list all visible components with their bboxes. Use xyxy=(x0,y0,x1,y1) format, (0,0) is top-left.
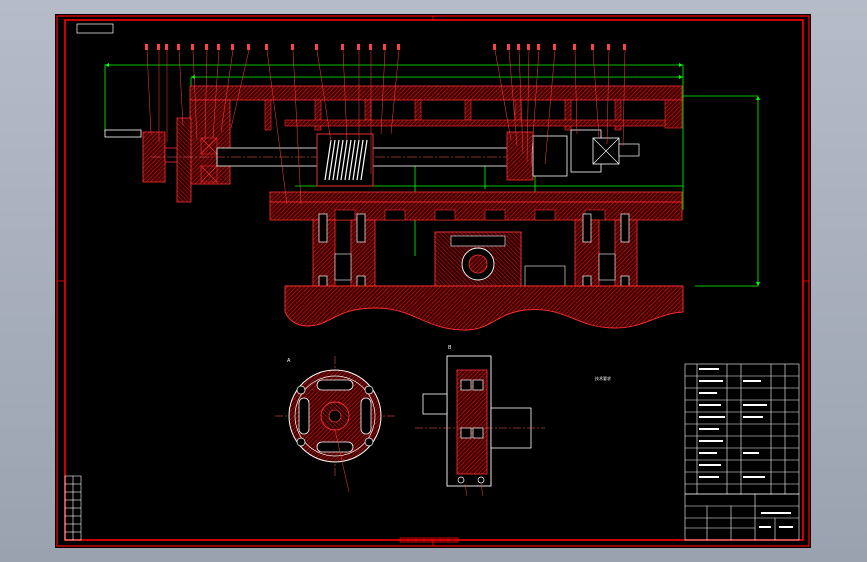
handle-bar xyxy=(104,129,142,138)
section-a-label: A xyxy=(287,358,291,364)
title-frame xyxy=(684,493,800,541)
nut-threads xyxy=(324,139,368,181)
title-block[interactable] xyxy=(684,363,800,541)
center-bearing-cap xyxy=(450,235,506,247)
dimension-lines xyxy=(104,64,759,287)
section-view-a[interactable]: A xyxy=(275,356,395,493)
block-leaders xyxy=(464,483,484,497)
section-a-leader xyxy=(334,429,350,493)
section-view-b[interactable]: B xyxy=(415,345,545,497)
base-casting xyxy=(284,285,684,331)
zone-ticks xyxy=(57,16,809,546)
drawing-canvas[interactable]: A B xyxy=(55,14,811,548)
hub-shaft xyxy=(164,147,178,163)
flange-ring xyxy=(294,375,376,457)
center-bearing-inner xyxy=(468,254,488,274)
parts-list-scribbles xyxy=(699,368,793,528)
upper-housing-ribs xyxy=(264,99,683,131)
bottom-scale-marker xyxy=(399,537,459,543)
column-springs xyxy=(334,253,616,289)
part-leaders xyxy=(146,49,626,205)
main-view[interactable] xyxy=(104,44,760,331)
leader-tick-marks xyxy=(145,44,626,50)
right-bearing-cap xyxy=(532,135,568,177)
lower-housing-top xyxy=(269,191,683,203)
left-bracket xyxy=(189,99,231,185)
flange-holes xyxy=(296,385,374,447)
inner-frame xyxy=(64,19,804,541)
scale-marker-ticks xyxy=(407,538,449,542)
section-b-label: B xyxy=(448,345,452,351)
block-fasteners xyxy=(457,379,485,484)
lower-housing-plate xyxy=(269,201,683,221)
revision-strip xyxy=(64,475,82,541)
notes-heading: 技术要求 xyxy=(595,375,611,381)
drawing-number-box xyxy=(76,23,114,34)
lower-housing-slots xyxy=(334,209,606,221)
left-flange xyxy=(176,117,192,203)
block-left-tab xyxy=(422,393,448,415)
technical-notes: 技术要求 xyxy=(595,375,611,381)
flange-slots xyxy=(298,379,372,453)
coupling-cross xyxy=(592,137,620,165)
left-bearing-cross xyxy=(200,137,218,183)
flange-center xyxy=(328,409,342,423)
upper-housing-top xyxy=(189,85,683,101)
upper-housing-shelf xyxy=(284,119,666,127)
output-shaft xyxy=(618,143,640,157)
